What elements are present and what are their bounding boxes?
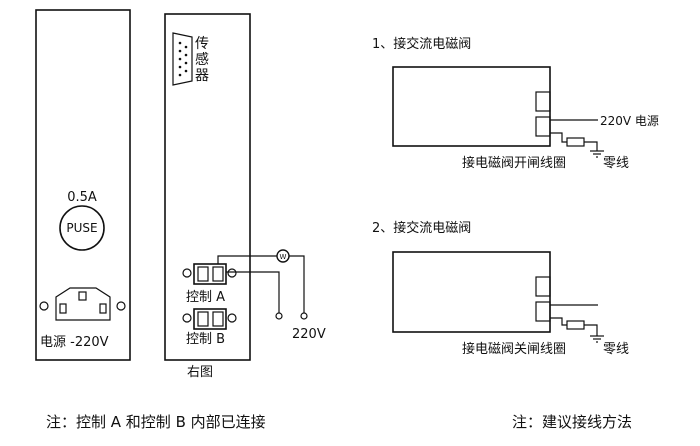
power-label-1: 220V 电源	[600, 114, 659, 128]
coil-label-1: 接电磁阀开闸线圈	[462, 155, 566, 171]
fuse-label: PUSE	[66, 221, 97, 235]
left-panel-frame	[35, 9, 131, 361]
power-socket-icon	[39, 287, 126, 321]
neutral-label-1: 零线	[603, 156, 629, 171]
coil-label-2: 接电磁阀关闸线圈	[462, 341, 566, 357]
fuse-rating: 0.5A	[67, 190, 97, 205]
coil-wire-1	[550, 132, 567, 143]
fuse-circle	[59, 205, 105, 251]
coil-wire-2	[550, 317, 567, 326]
note-left: 注：控制 A 和控制 B 内部已连接	[46, 413, 266, 431]
control-a-label: 控制 A	[186, 290, 225, 305]
control-wiring	[217, 255, 308, 320]
neutral-wire-1	[584, 141, 598, 151]
terminal-block-b	[182, 308, 237, 330]
valve-1-terminal-bottom	[535, 116, 551, 137]
ground-2-icon	[590, 335, 604, 343]
diagram-1-title: 1、接交流电磁阀	[372, 36, 471, 52]
neutral-wire-2	[584, 324, 598, 336]
note-right: 注：建议接线方法	[512, 413, 633, 431]
right-panel-caption: 右图	[187, 365, 213, 380]
right-panel: 传 感 器 控制 A 控制 B	[164, 13, 326, 380]
diagram-2: 2、接交流电磁阀 接电磁阀关闸线圈 零线	[372, 220, 629, 357]
neutral-label-2: 零线	[603, 342, 629, 357]
voltage-label: 220V	[292, 327, 326, 342]
sensor-label: 传 感 器	[195, 36, 213, 84]
control-b-label: 控制 B	[186, 332, 225, 347]
valve-2-terminal-top	[535, 276, 551, 297]
valve-1-terminal-top	[535, 91, 551, 112]
left-panel: 0.5A PUSE 电源 -220V	[35, 9, 131, 361]
valve-2-terminal-bottom	[535, 301, 551, 322]
meter-symbol: W	[280, 253, 287, 261]
fuse-1-icon	[566, 137, 585, 147]
diagram-1: 1、接交流电磁阀 220V 电源 接电磁阀开闸线圈 零线	[372, 36, 659, 171]
power-label: 电源 -220V	[40, 335, 109, 350]
fuse-2-icon	[566, 320, 585, 330]
terminal-block-a	[182, 263, 237, 285]
ground-1-icon	[590, 150, 604, 158]
right-panel-frame	[164, 13, 251, 361]
valve-1-body	[392, 66, 551, 147]
valve-2-body	[392, 251, 551, 333]
meter-symbol-icon	[276, 249, 290, 263]
sensor-connector-icon	[172, 32, 193, 86]
diagram-2-title: 2、接交流电磁阀	[372, 220, 471, 236]
